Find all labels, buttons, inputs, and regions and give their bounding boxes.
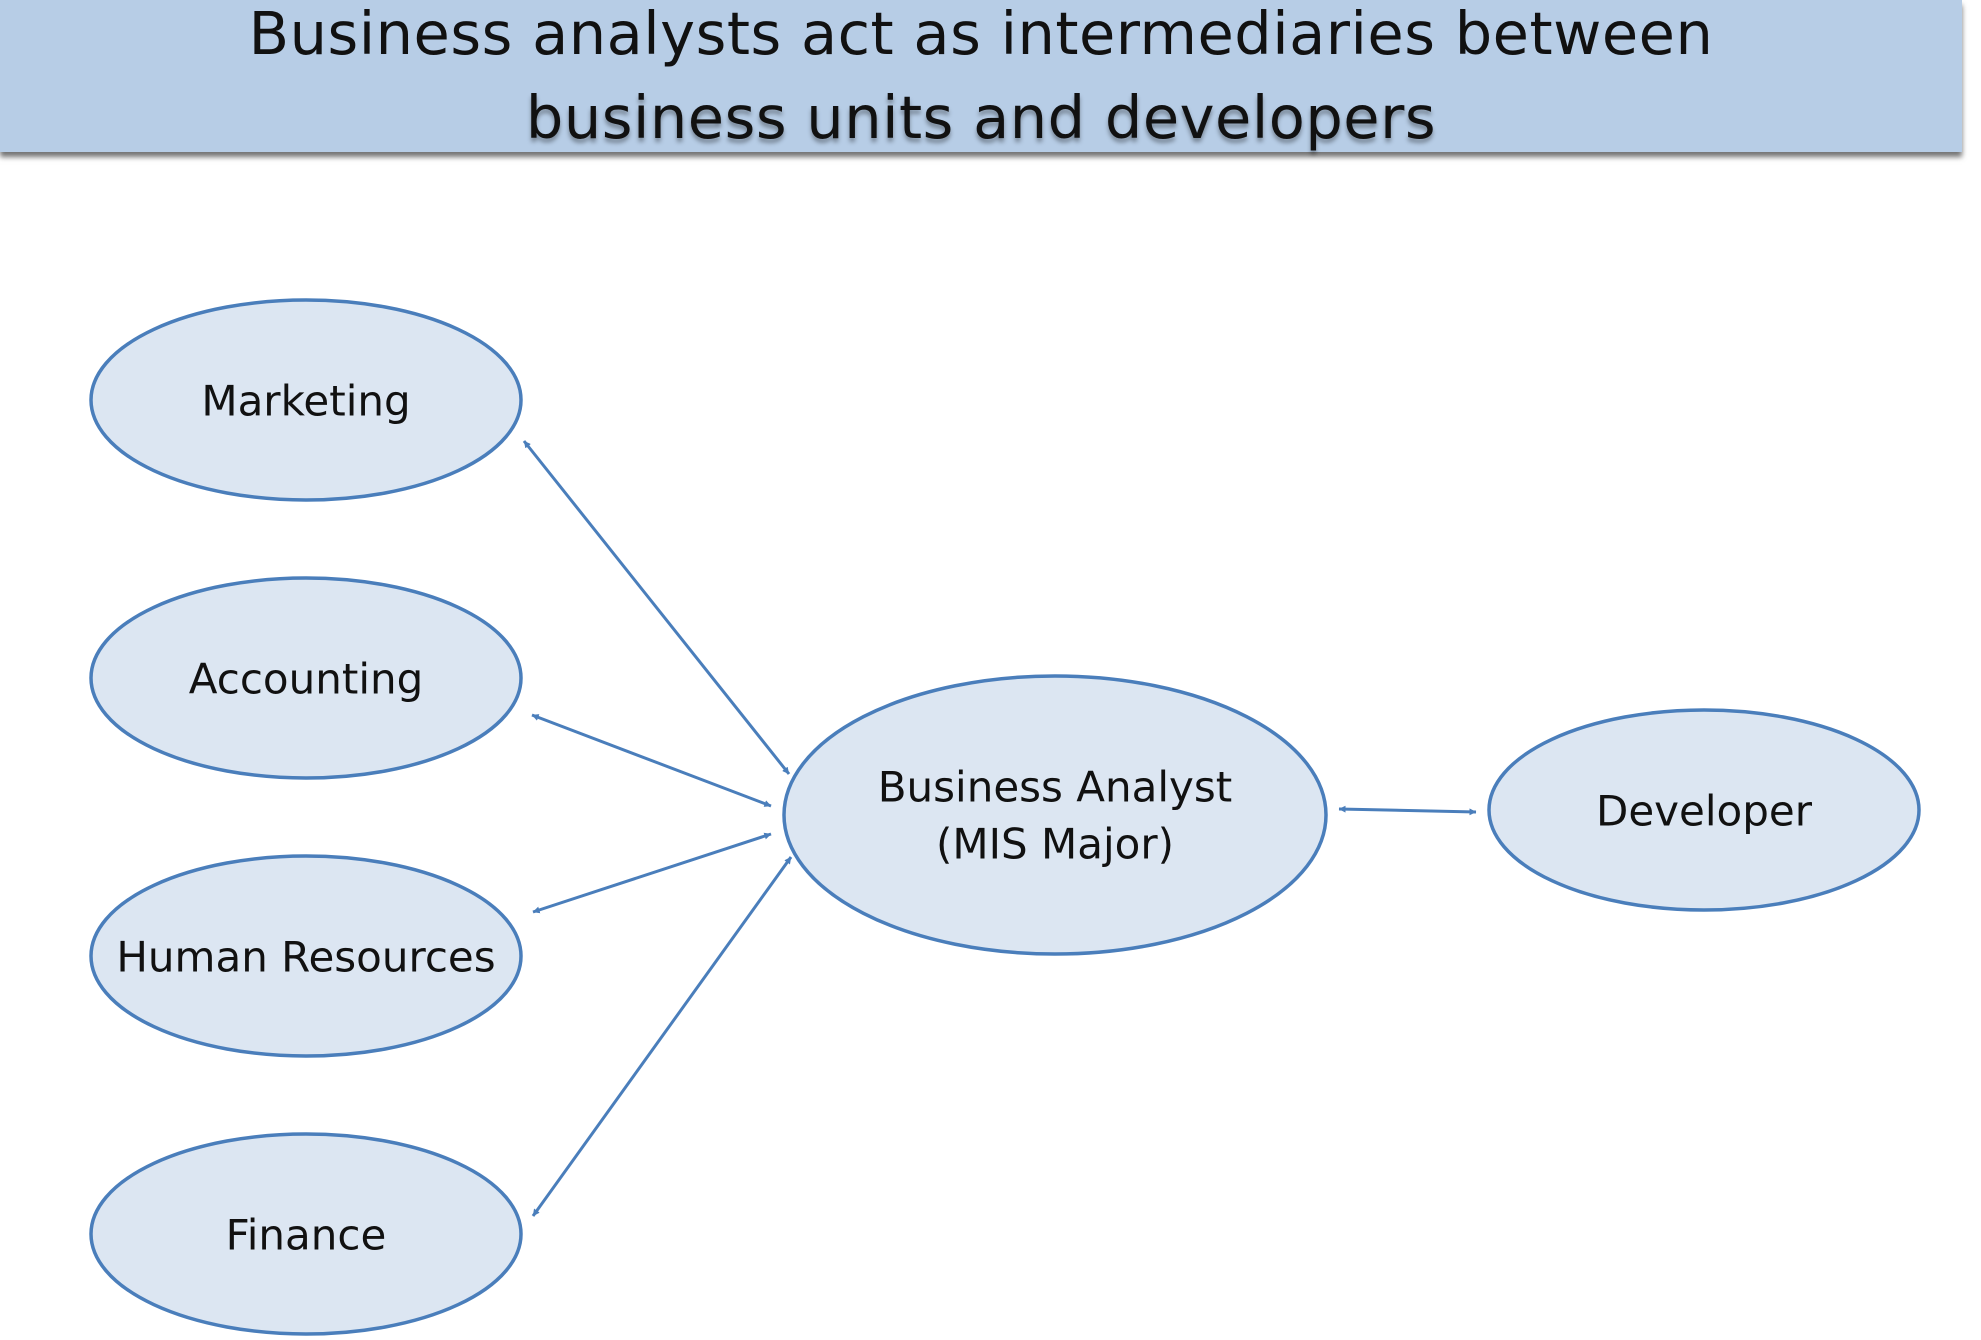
arrow-analyst-developer (1338, 805, 1477, 816)
node-accounting-label: Accounting (189, 655, 424, 704)
title-line-1: Business analysts act as intermediaries … (248, 0, 1714, 68)
title-line-2: business units and developers (525, 83, 1437, 152)
node-developer-shape (1487, 708, 1921, 912)
node-marketing-label: Marketing (201, 377, 410, 426)
arrow-hr-analyst (532, 832, 772, 914)
node-human-resources-shape (89, 854, 523, 1058)
node-finance: Finance (89, 1132, 523, 1336)
node-finance-label: Finance (226, 1211, 387, 1260)
node-business-analyst-label-line-1: Business Analyst (878, 763, 1233, 812)
node-accounting: Accounting (89, 576, 523, 780)
node-marketing: Marketing (89, 298, 523, 502)
node-marketing-shape (89, 298, 523, 502)
node-human-resources: Human Resources (89, 854, 523, 1058)
node-developer: Developer (1487, 708, 1921, 912)
title-banner: Business analysts act as intermediaries … (0, 0, 1962, 152)
node-business-analyst-shape (782, 674, 1328, 956)
arrow-finance-analyst (531, 856, 793, 1217)
node-developer-label: Developer (1596, 787, 1813, 836)
node-business-analyst-label-line-2: (MIS Major) (936, 820, 1174, 869)
node-finance-shape (89, 1132, 523, 1336)
node-human-resources-label: Human Resources (116, 933, 495, 982)
node-accounting-shape (89, 576, 523, 780)
arrow-marketing-analyst (522, 440, 791, 775)
node-business-analyst: Business Analyst (MIS Major) (782, 674, 1328, 956)
arrow-accounting-analyst (531, 713, 772, 808)
